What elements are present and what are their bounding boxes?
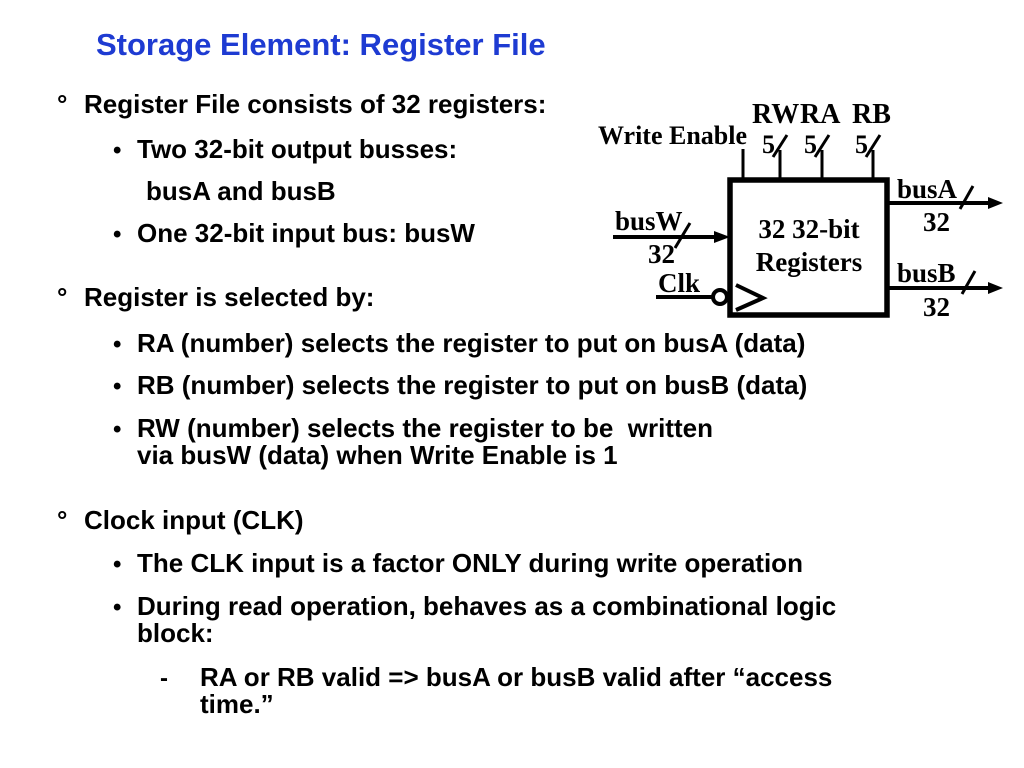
bullet-text: RA or RB valid => busA or busB valid aft… <box>200 662 833 692</box>
busw-width-slash <box>673 222 692 249</box>
bullet-line: ° Clock input (CLK) <box>57 507 304 534</box>
clk-label: Clk <box>658 268 700 298</box>
port-label-ra: RA <box>800 99 841 130</box>
port-label-rw: RW <box>752 99 799 130</box>
dash-bullet-icon: - <box>160 665 168 692</box>
clk-edge-triangle-icon <box>735 283 768 312</box>
bullet-line: • RB (number) selects the register to put… <box>113 370 808 401</box>
bullet-line: • Two 32-bit output busses: <box>113 134 458 165</box>
write-enable-label: Write Enable <box>598 121 747 150</box>
ra-width-slash <box>813 134 831 158</box>
bus-width-rb: 5 <box>855 130 868 159</box>
port-label-rb: RB <box>852 99 891 130</box>
busa-label: busA <box>897 174 958 204</box>
bullet-text: During read operation, behaves as a comb… <box>137 591 837 621</box>
bullet-text: Two 32-bit output busses: <box>137 134 458 164</box>
text-line: via busW (data) when Write Enable is 1 <box>137 442 618 469</box>
degree-bullet-icon: ° <box>57 282 68 312</box>
rb-width-slash <box>864 134 882 158</box>
dot-bullet-icon: • <box>113 373 122 400</box>
bullet-line: - RA or RB valid => busA or busB valid af… <box>160 662 833 693</box>
busa-arrowhead-icon <box>988 197 1003 209</box>
clk-bubble-icon <box>711 288 729 306</box>
bullet-line: • The CLK input is a factor ONLY during w… <box>113 548 803 579</box>
bullet-text: busA and busB <box>146 176 336 206</box>
rw-width-slash <box>771 134 789 158</box>
bullet-text: via busW (data) when Write Enable is 1 <box>137 440 618 470</box>
bullet-text: RA (number) selects the register to put … <box>137 328 806 358</box>
busw-width: 32 <box>648 239 675 269</box>
dot-bullet-icon: • <box>113 594 122 621</box>
bus-width-rw: 5 <box>762 130 775 159</box>
bullet-text: Clock input (CLK) <box>84 505 304 535</box>
page-title: Storage Element: Register File <box>96 27 546 62</box>
busb-width: 32 <box>923 292 950 322</box>
degree-bullet-icon: ° <box>57 505 68 535</box>
text-line: block: <box>137 620 214 647</box>
bullet-text: Register File consists of 32 registers: <box>84 89 547 119</box>
text-line: time.” <box>200 691 274 718</box>
busa-width: 32 <box>923 207 950 237</box>
dot-bullet-icon: • <box>113 137 122 164</box>
busw-label: busW <box>615 206 683 236</box>
bullet-text: RW (number) selects the register to be w… <box>137 413 713 443</box>
bullet-text: The CLK input is a factor ONLY during wr… <box>137 548 803 578</box>
dot-bullet-icon: • <box>113 331 122 358</box>
bullet-text: RB (number) selects the register to put … <box>137 370 808 400</box>
bus-width-ra: 5 <box>804 130 817 159</box>
dot-bullet-icon: • <box>113 221 122 248</box>
busb-arrowhead-icon <box>988 282 1003 294</box>
bullet-text: time.” <box>200 689 274 719</box>
bullet-line: ° Register File consists of 32 registers: <box>57 91 546 118</box>
busa-width-slash <box>958 185 975 210</box>
bullet-line: • During read operation, behaves as a com… <box>113 591 837 622</box>
bullet-line: • RA (number) selects the register to put… <box>113 328 806 359</box>
register-box-line2: Registers <box>756 247 862 277</box>
busb-label: busB <box>897 258 956 288</box>
bullet-text: One 32-bit input bus: busW <box>137 218 475 248</box>
bullet-line: ° Register is selected by: <box>57 284 374 311</box>
bullet-text: block: <box>137 618 214 648</box>
bullet-text: Register is selected by: <box>84 282 375 312</box>
register-file-diagram: RW RA RB Write Enable 5 5 5 32 32-bit Re… <box>598 99 1003 322</box>
busb-width-slash <box>960 270 977 295</box>
bullet-line: • One 32-bit input bus: busW <box>113 218 475 249</box>
register-box-line1: 32 32-bit <box>758 214 859 244</box>
text-line: busA and busB <box>146 178 336 205</box>
degree-bullet-icon: ° <box>57 89 68 119</box>
busw-arrowhead-icon <box>714 231 730 243</box>
dot-bullet-icon: • <box>113 416 122 443</box>
bullet-line: • RW (number) selects the register to be … <box>113 413 713 444</box>
dot-bullet-icon: • <box>113 551 122 578</box>
